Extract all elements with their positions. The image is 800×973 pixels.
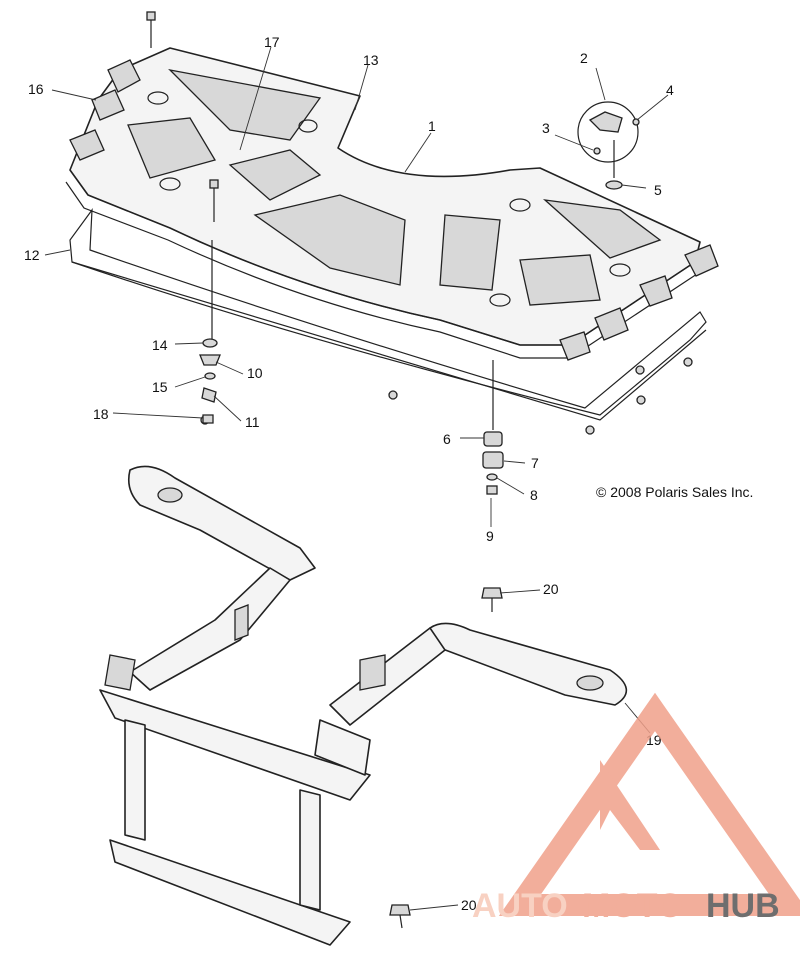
callout-10: 10 <box>247 365 263 381</box>
lower-frame-ring <box>69 208 707 435</box>
watermark-inner-mark-icon <box>600 760 660 850</box>
bolt-17 <box>146 11 219 222</box>
leader-lines <box>44 46 669 911</box>
callout-13: 13 <box>363 52 379 68</box>
callout-6: 6 <box>443 431 451 447</box>
callout-17: 17 <box>264 34 280 50</box>
callout-12: 12 <box>24 247 40 263</box>
watermark-text-auto: AUTO <box>472 887 568 925</box>
bolt-20-upper <box>481 587 503 612</box>
mount-stack-left <box>199 240 221 424</box>
watermark-logo: AUTO MOTO HUB <box>472 692 800 925</box>
callout-3: 3 <box>542 120 550 136</box>
support-frame <box>99 465 628 946</box>
watermark-text-moto: MOTO <box>582 887 683 925</box>
front-rack <box>65 47 701 359</box>
watermark-triangle-icon <box>498 692 800 916</box>
watermark-text-hub: HUB <box>706 887 780 925</box>
callout-20-upper: 20 <box>543 581 559 597</box>
callout-2: 2 <box>580 50 588 66</box>
callout-18: 18 <box>93 406 109 422</box>
callout-20-lower: 20 <box>461 897 477 913</box>
callout-16: 16 <box>28 81 44 97</box>
callouts: 1 2 3 4 5 6 7 8 9 10 11 12 13 14 15 16 1… <box>24 34 674 913</box>
callout-9: 9 <box>486 528 494 544</box>
callout-15: 15 <box>152 379 168 395</box>
callout-4: 4 <box>666 82 674 98</box>
callout-1: 1 <box>428 118 436 134</box>
callout-8: 8 <box>530 487 538 503</box>
callout-11: 11 <box>245 414 260 430</box>
callout-14: 14 <box>152 337 168 353</box>
mount-stack-right <box>482 360 504 495</box>
callout-5: 5 <box>654 182 662 198</box>
rack-bracket-left-group <box>69 59 141 161</box>
copyright-notice: © 2008 Polaris Sales Inc. <box>596 484 753 500</box>
rack-bracket-right-group <box>559 244 719 361</box>
latch-assembly <box>577 101 640 190</box>
callout-7: 7 <box>531 455 539 471</box>
bolt-20-lower <box>389 904 411 929</box>
